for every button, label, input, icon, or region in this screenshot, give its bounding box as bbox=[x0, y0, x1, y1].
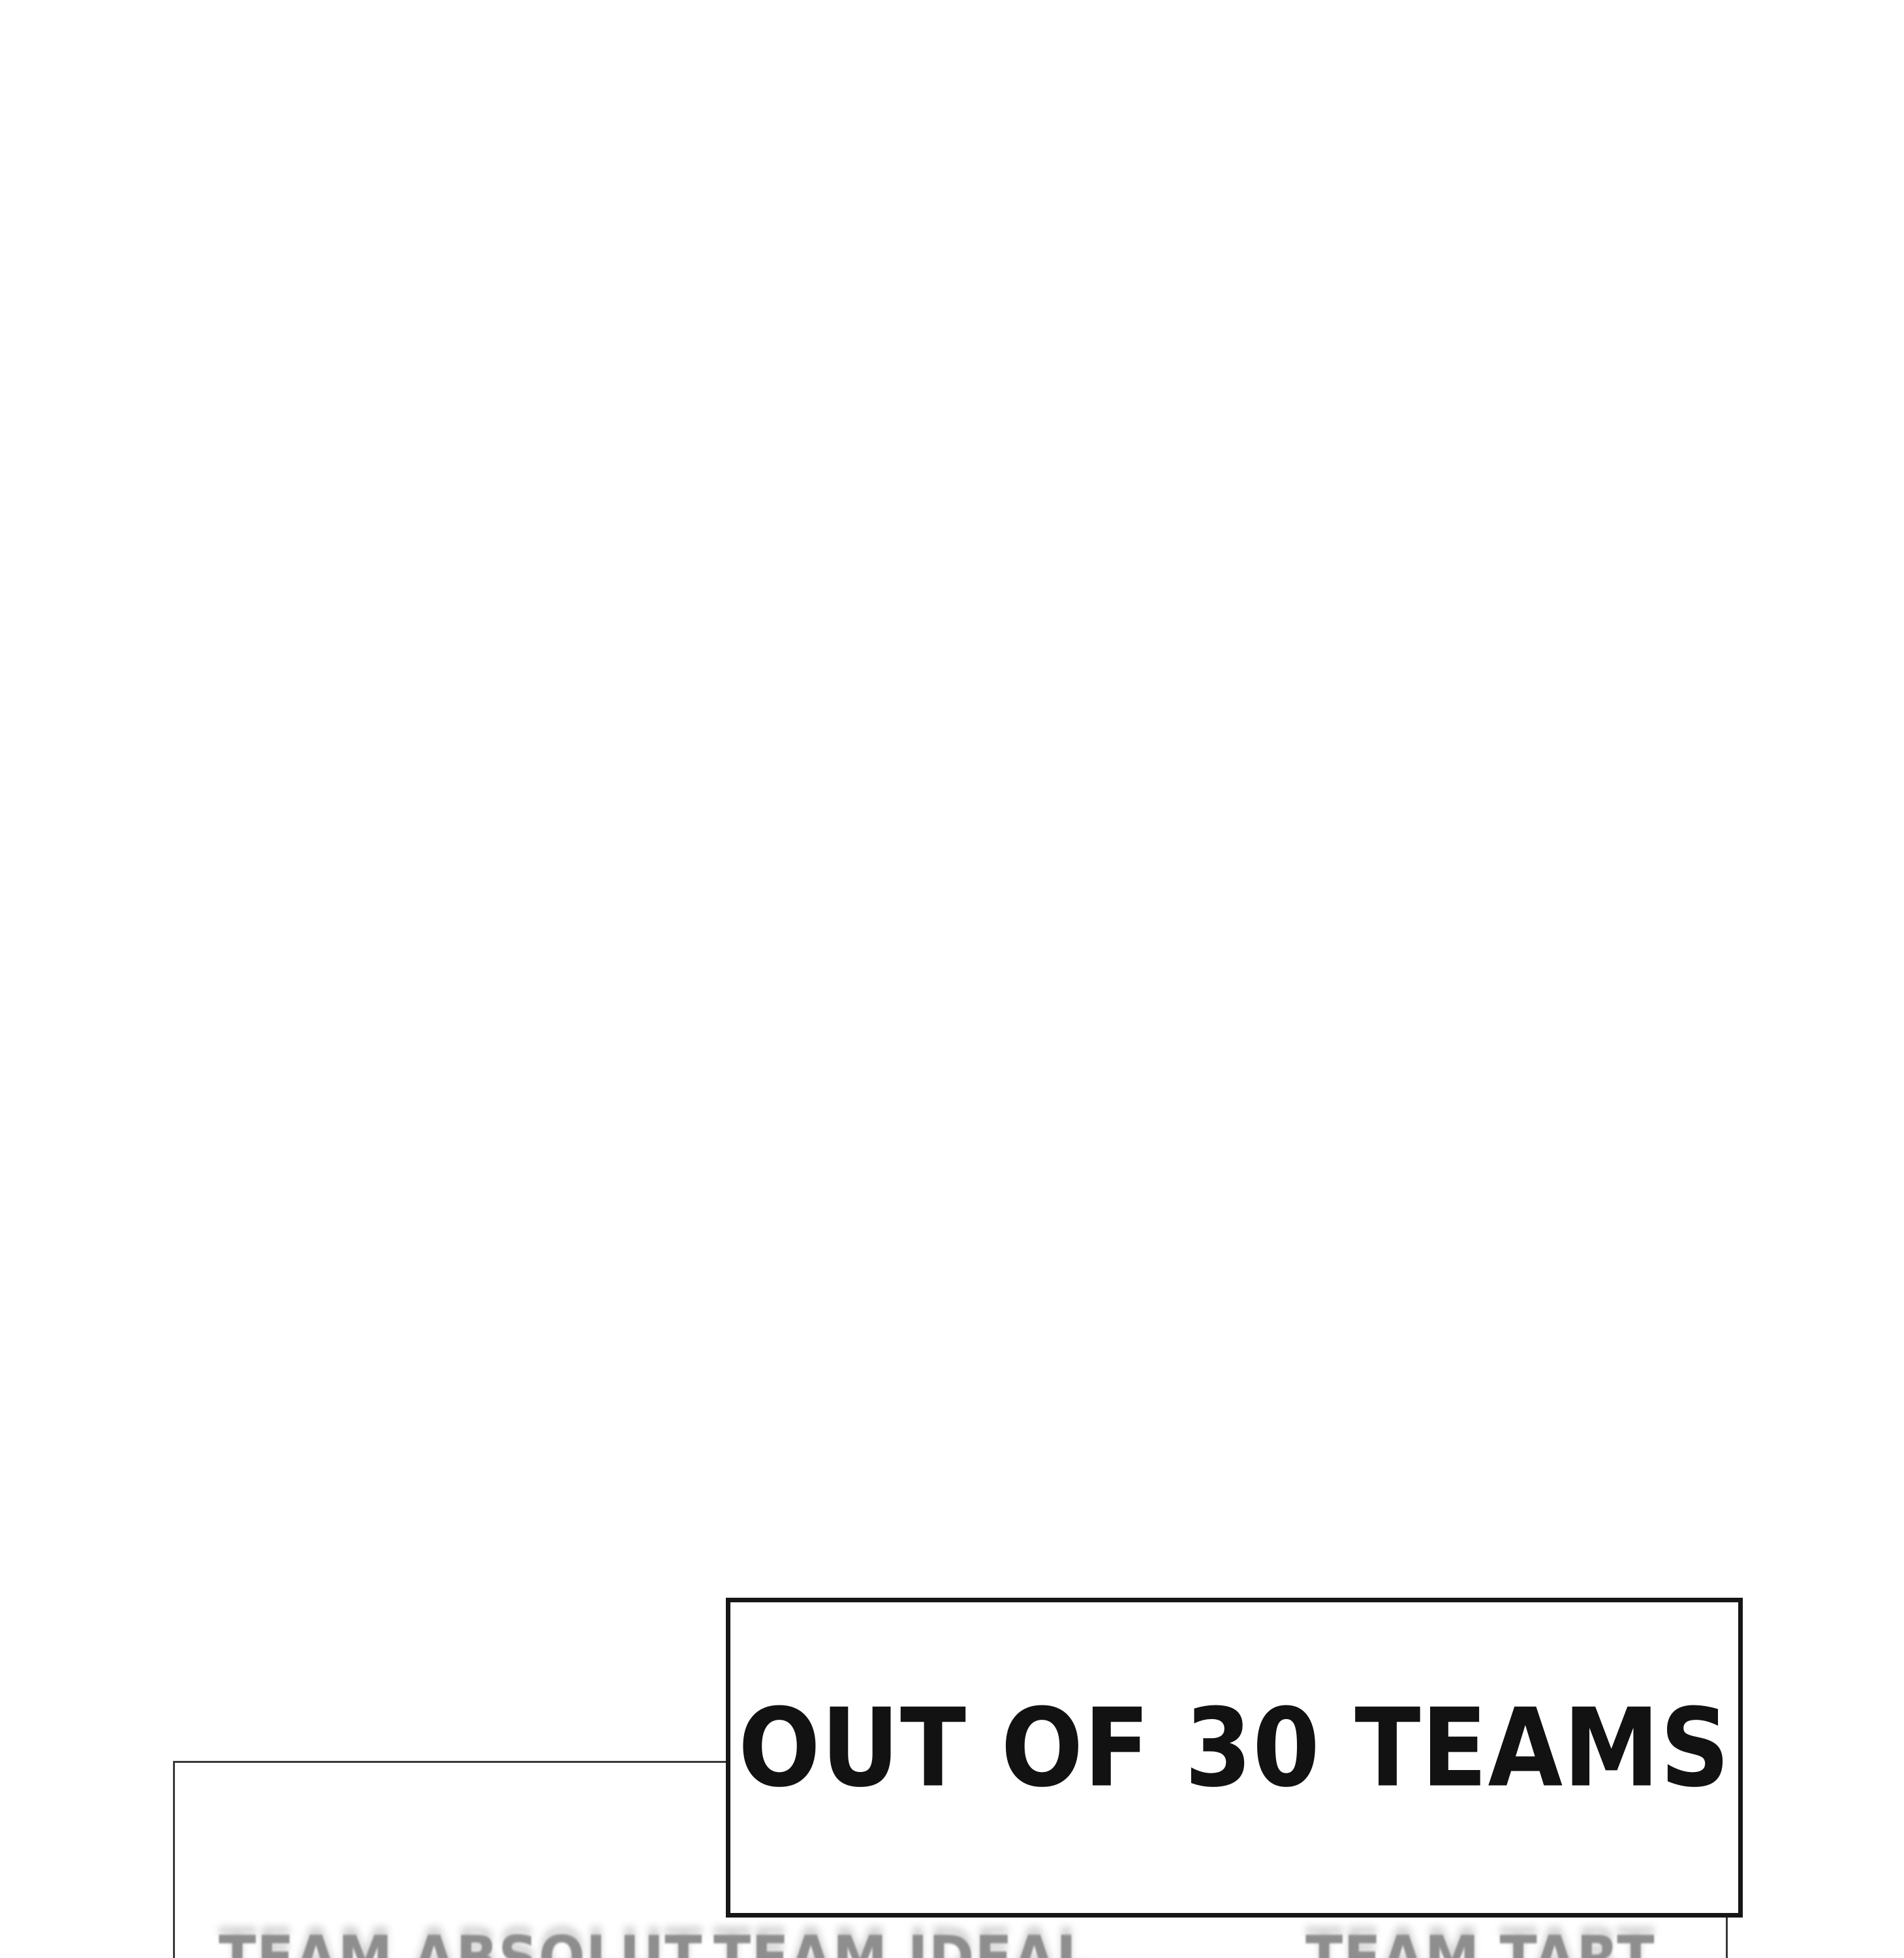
team-label-ideal: TEAM IDEAL bbox=[713, 1928, 1091, 1958]
team-label-absolut: TEAM ABSOLUT bbox=[219, 1928, 703, 1958]
caption-box: OUT OF 30 TEAMS bbox=[726, 1598, 1743, 1918]
caption-text: OUT OF 30 TEAMS bbox=[738, 1685, 1730, 1811]
team-label-tart: TEAM TART bbox=[1305, 1928, 1655, 1958]
